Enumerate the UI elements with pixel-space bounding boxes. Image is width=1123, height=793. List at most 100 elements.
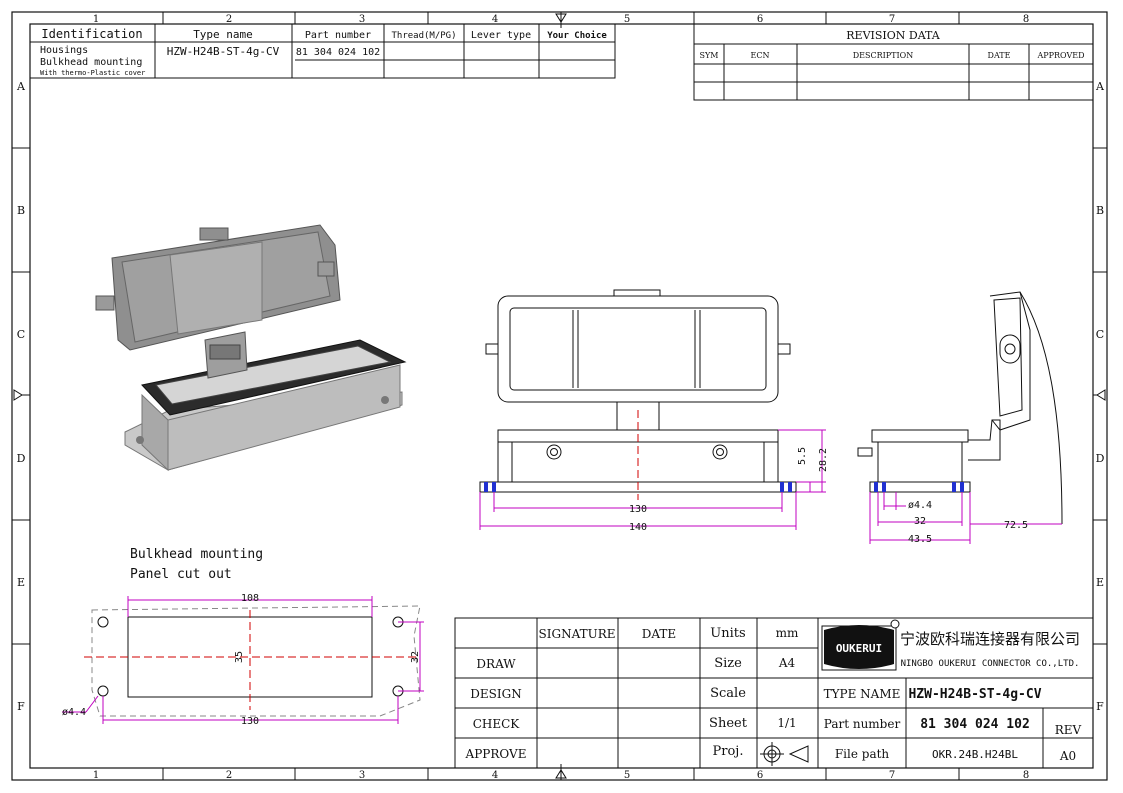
id-header-identification: Identification [41,27,142,41]
id-header-part-number: Part number [305,30,371,41]
row-label: B [17,204,25,217]
dim-cutout-hole: ø4.4 [62,707,86,718]
id-bulkhead: Bulkhead mounting [40,57,142,68]
id-cover: With thermo-Plastic cover [40,69,145,77]
id-header-type-name: Type name [193,28,253,41]
side-view-seals [874,482,964,492]
dim-cutout-130: 130 [241,716,259,727]
dim-cutout-108: 108 [241,593,259,604]
row-label: C [17,328,25,341]
dim-side-72-5: 72.5 [1004,520,1028,531]
row-label: C [1096,328,1104,341]
col-label: 4 [492,14,498,25]
col-label: 7 [889,14,895,25]
side-view [857,291,1063,525]
row-label: F [1096,700,1104,713]
center-marker-bottom [555,764,567,779]
title-block [454,617,1094,769]
center-marker-right [1093,389,1106,401]
front-dimensions [479,429,826,530]
tb-row-approve: APPROVE [465,747,527,761]
col-label: 3 [359,770,365,781]
col-label: 8 [1023,770,1029,781]
row-label: A [1095,80,1105,93]
rev-header-approved: APPROVED [1036,51,1084,60]
id-housings: Housings [40,45,88,56]
dim-side-hole: ø4.4 [908,500,932,511]
projection-symbol-icon [760,742,809,766]
id-header-your-choice: Your Choice [547,30,607,41]
tb-file-path-value: OKR.24B.H24BL [932,748,1018,761]
tb-file-path-label: File path [835,747,890,761]
row-label: A [16,80,26,93]
col-label: 6 [757,770,763,781]
cutout-dimensions [62,596,424,724]
dim-cutout-35: 35 [234,651,245,663]
col-label: 4 [492,770,498,781]
rev-header-ecn: ECN [751,51,770,60]
cutout-title-line2: Panel cut out [130,567,232,582]
tb-rev-value: A0 [1059,749,1076,763]
col-label: 1 [93,770,99,781]
row-label: F [17,700,25,713]
tb-row-check: CHECK [473,717,521,731]
tb-size-label: Size [714,656,742,671]
rev-header-date: DATE [988,51,1011,60]
revision-table [693,23,1094,101]
id-part-number-value: 81 304 024 102 [296,47,380,58]
dim-front-140: 140 [629,522,647,533]
tb-part-number-value: 81 304 024 102 [920,717,1030,732]
tb-part-number-label: Part number [824,717,901,731]
col-label: 6 [757,14,763,25]
tb-type-name-label: TYPE NAME [824,687,901,701]
tb-row-design: DESIGN [470,687,521,701]
col-label: 2 [226,14,232,25]
row-label: E [17,576,25,589]
col-label: 5 [624,14,630,25]
revision-title: REVISION DATA [846,29,941,42]
dim-side-43-5: 43.5 [908,534,932,545]
col-label: 2 [226,770,232,781]
col-label: 1 [93,14,99,25]
company-name-cn: 宁波欧科瑞连接器有限公司 [900,630,1080,648]
tb-scale-label: Scale [710,686,746,701]
tb-sheet-label: Sheet [709,716,748,731]
side-dimensions [869,492,1062,544]
col-label: 5 [624,770,630,781]
id-header-lever-type: Lever type [471,30,531,41]
dim-front-5-5: 5.5 [797,447,808,465]
front-view-seals [484,482,792,492]
id-header-thread: Thread(M/PG) [391,31,456,41]
cutout-title-line1: Bulkhead mounting [130,547,263,562]
housing-3d-illustration [95,224,407,472]
tb-type-name-value: HZW-H24B-ST-4g-CV [908,687,1041,702]
identification-table [29,23,616,79]
dim-side-32: 32 [914,516,926,527]
panel-cutout [91,605,421,717]
tb-proj-label: Proj. [713,744,744,759]
dim-front-130: 130 [629,504,647,515]
tb-units-label: Units [710,626,745,641]
row-label: D [1096,452,1105,465]
outer-frame [11,11,1108,781]
tb-size-value: A4 [778,656,796,670]
company-logo: OUKERUI [821,619,900,671]
center-marker-top [555,13,567,28]
center-marker-left [13,389,30,401]
tb-rev-label: REV [1055,723,1082,737]
col-label: 8 [1023,14,1029,25]
row-label: B [1096,204,1104,217]
id-type-name-value: HZW-H24B-ST-4g-CV [167,45,280,58]
rev-header-description: DESCRIPTION [853,51,913,60]
tb-units-value: mm [776,626,799,640]
tb-row-draw: DRAW [476,657,516,671]
front-view [479,289,797,493]
row-label: D [17,452,26,465]
col-label: 3 [359,14,365,25]
dim-front-28-2: 28.2 [818,448,829,472]
tb-date-header: DATE [642,627,676,641]
col-label: 7 [889,770,895,781]
logo-text: OUKERUI [836,642,882,655]
tb-sheet-value: 1/1 [777,716,796,730]
